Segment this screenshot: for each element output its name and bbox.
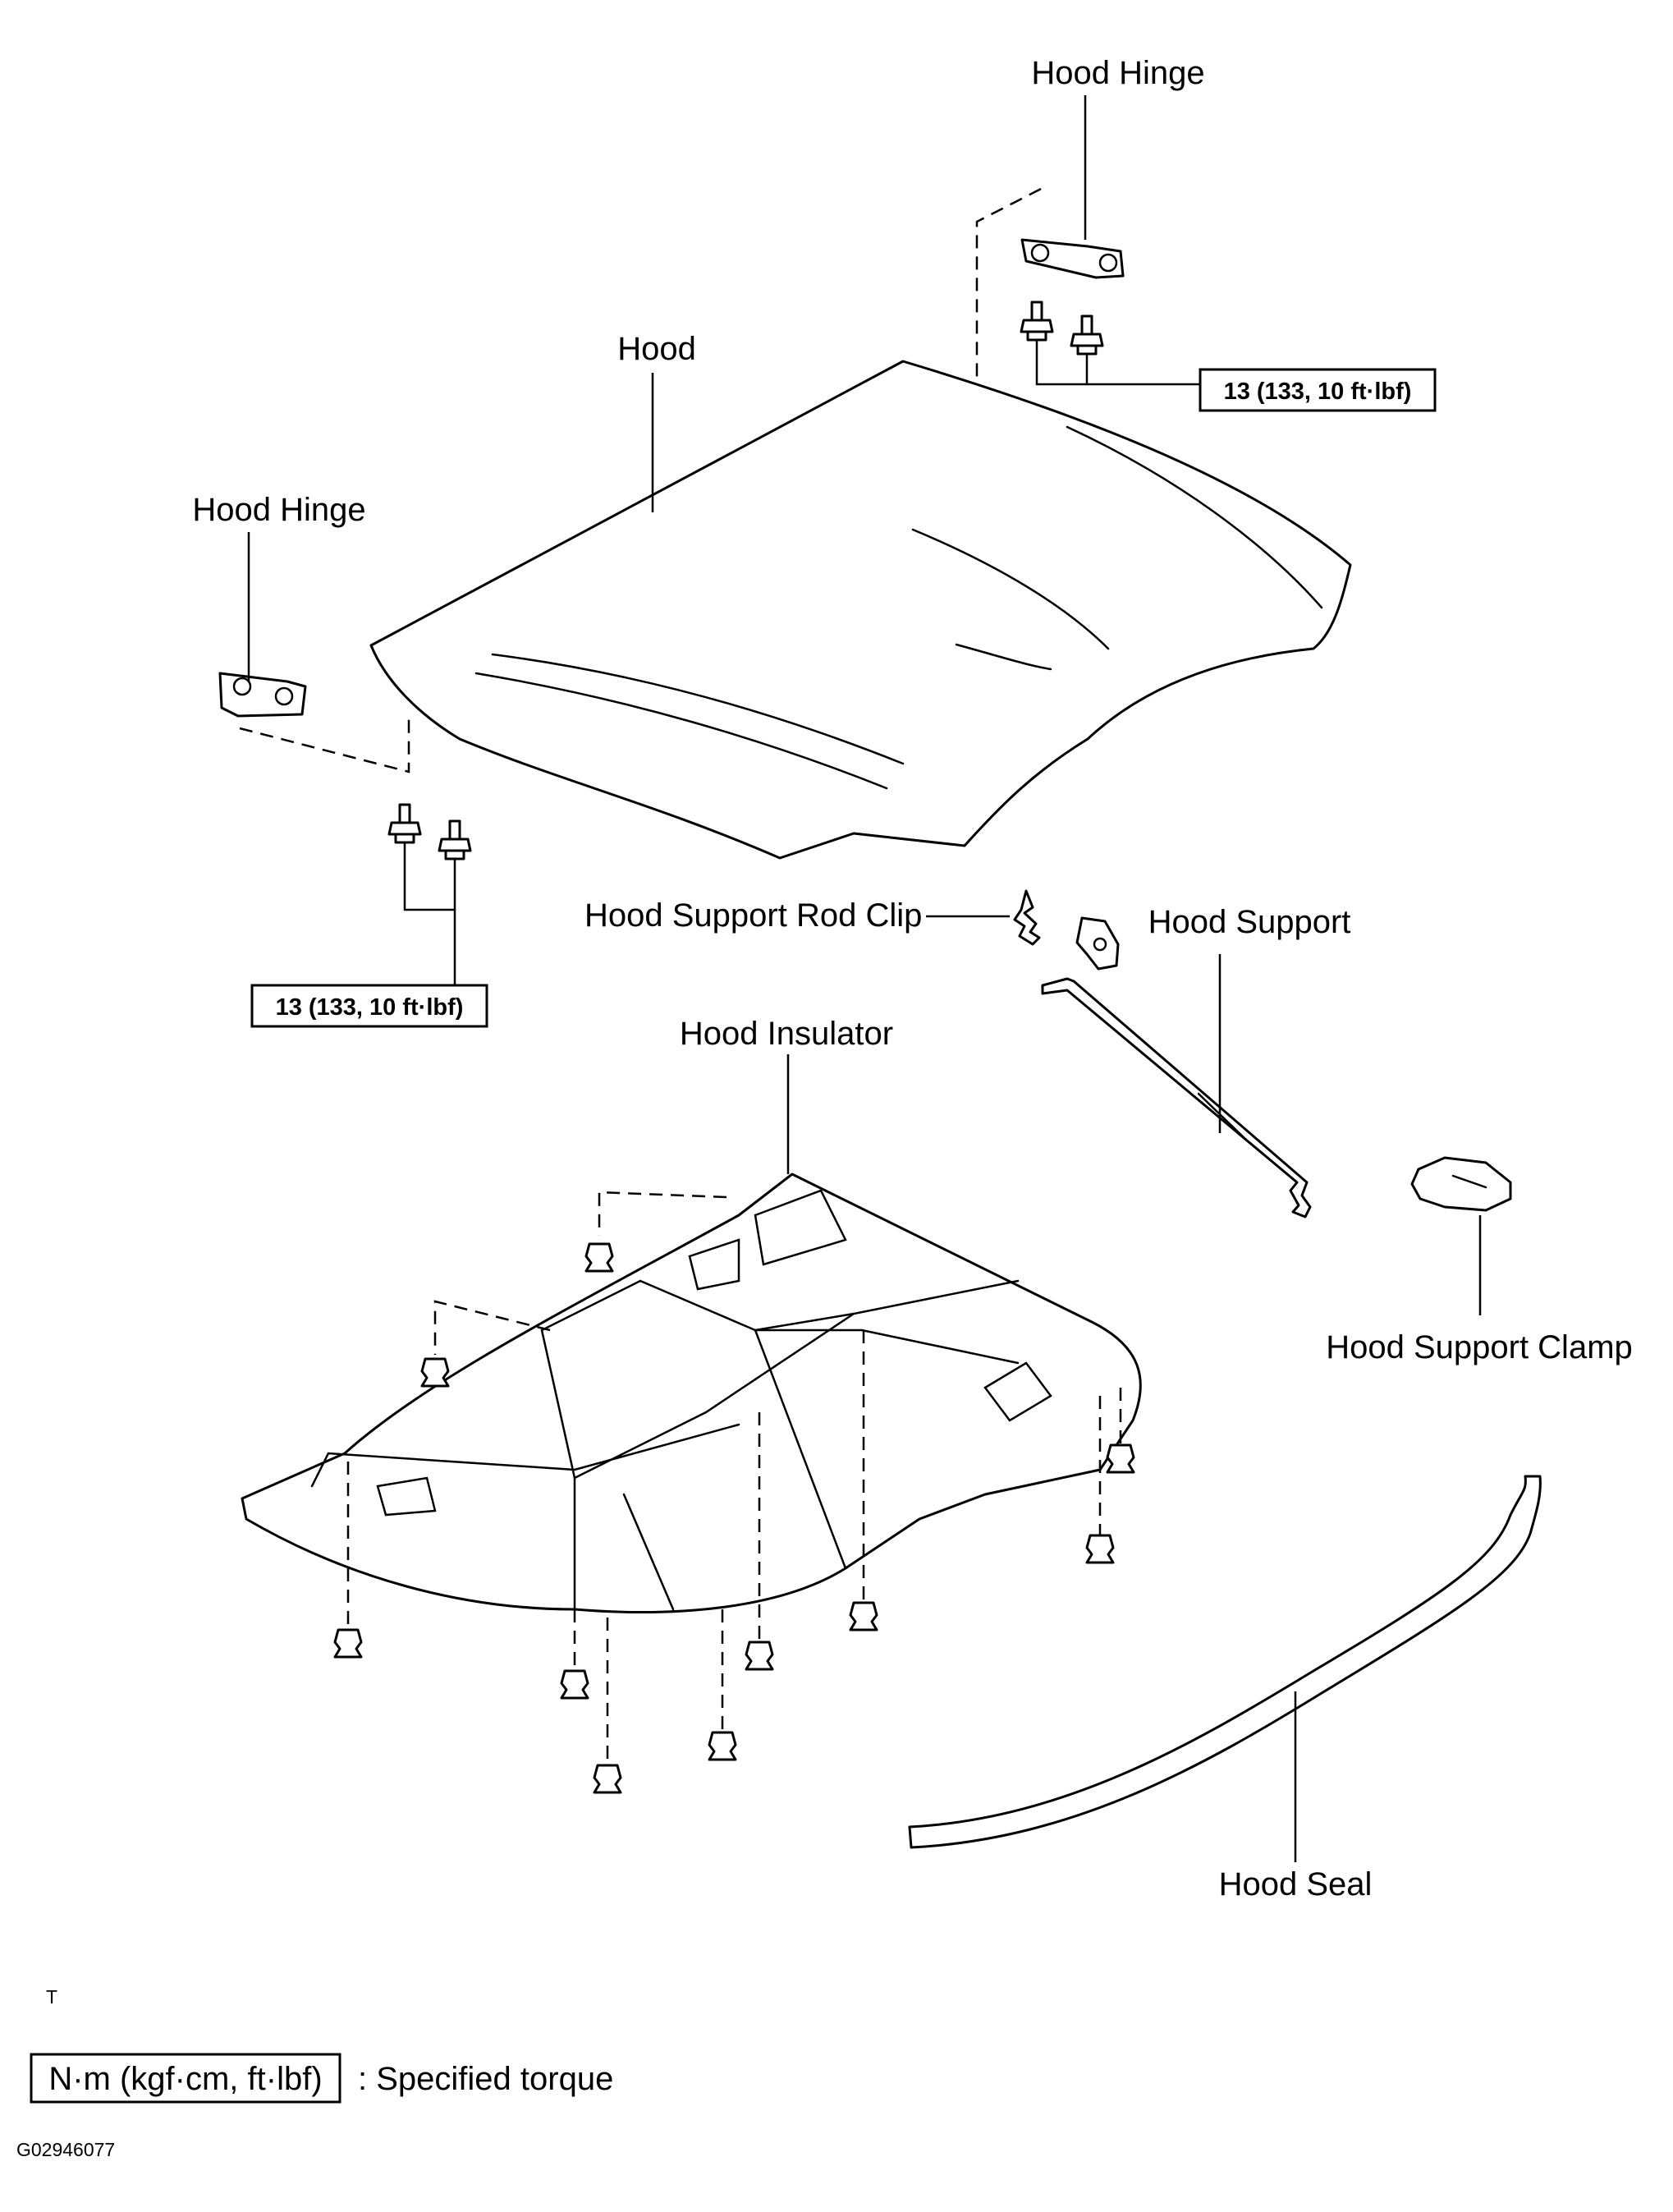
clip [849, 1601, 878, 1631]
bolt [387, 803, 422, 844]
hood-insulator [241, 1173, 1142, 1613]
hood-support-rod-clip [1013, 889, 1041, 946]
hood-support-rod [1041, 977, 1312, 1218]
bolt [1070, 314, 1104, 356]
clip [593, 1764, 622, 1794]
clip [333, 1628, 363, 1659]
label-hood-support: Hood Support [1148, 904, 1351, 940]
legend-unit-text: N·m (kgf·cm, ft·lbf) [48, 2061, 322, 2097]
clip [420, 1357, 450, 1388]
hood-support-bracket [1075, 916, 1120, 971]
hood-hinge-right [1020, 238, 1125, 279]
torque-box-left [250, 984, 488, 1028]
hood-support-clamp [1410, 1156, 1512, 1212]
legend-unit-box [30, 2053, 341, 2104]
bolt [1020, 301, 1054, 342]
clip [1106, 1443, 1135, 1474]
label-hood-seal: Hood Seal [1219, 1866, 1373, 1902]
label-hood-hinge-right: Hood Hinge [1031, 55, 1204, 91]
clip [708, 1731, 737, 1761]
hood-hinge-left [218, 672, 307, 718]
clip [745, 1641, 774, 1671]
label-hood-insulator: Hood Insulator [680, 1016, 893, 1052]
bolt [438, 819, 472, 860]
legend-description: : Specified torque [358, 2061, 613, 2097]
label-hood-hinge-left: Hood Hinge [192, 492, 365, 528]
hood [369, 360, 1352, 860]
clip [584, 1242, 614, 1273]
label-hood-support-clamp: Hood Support Clamp [1326, 1329, 1633, 1365]
marker-t: T [46, 1986, 57, 2008]
figure-code: G02946077 [16, 2139, 115, 2160]
torque-value-left: 13 (133, 10 ft·lbf) [276, 994, 464, 1021]
label-hood: Hood [617, 331, 696, 367]
hood-seal [908, 1475, 1542, 1849]
torque-value-right: 13 (133, 10 ft·lbf) [1224, 379, 1412, 405]
torque-box-right [1199, 368, 1437, 412]
clip [560, 1669, 589, 1700]
label-hood-support-rod-clip: Hood Support Rod Clip [584, 897, 922, 934]
clip [1085, 1534, 1115, 1564]
